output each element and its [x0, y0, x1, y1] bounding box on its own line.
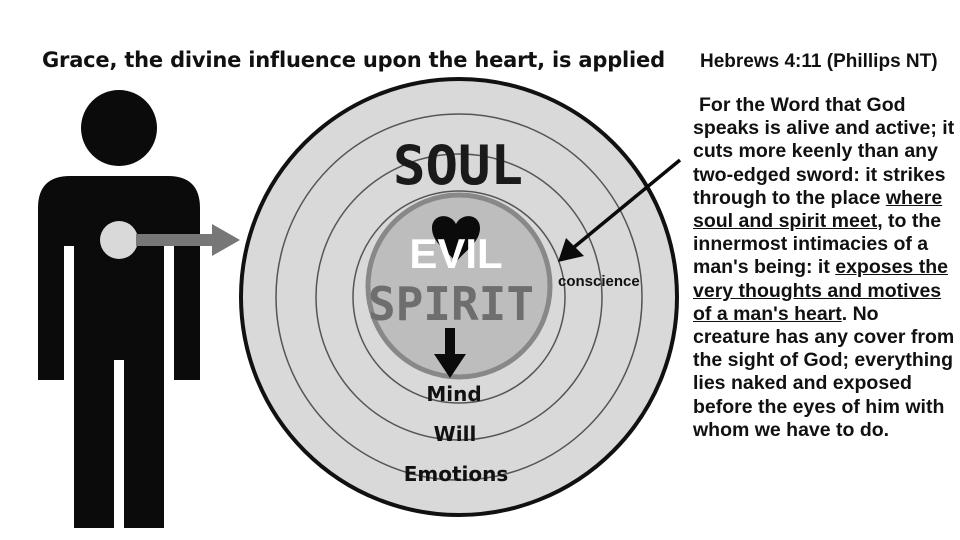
scripture-underline-1: where soul and spirit meet, — [693, 186, 943, 233]
emotions-label: Emotions — [404, 462, 509, 486]
scripture-reference: Hebrews 4:11 (Phillips NT) — [700, 51, 938, 72]
scripture-part-1: For the Word that God speaks is alive an… — [693, 94, 955, 209]
mind-label: Mind — [426, 382, 481, 406]
down-arrow — [434, 328, 466, 378]
ring-will — [315, 153, 603, 441]
human-figure-icon — [38, 90, 200, 528]
concentric-circles — [239, 77, 679, 517]
scripture-text: For the Word that God speaks is alive an… — [693, 94, 955, 442]
scripture-part-2: to the innermost intimacies of a man's b… — [693, 210, 942, 279]
conscience-pointer-arrow — [558, 158, 682, 262]
spirit-circle — [365, 192, 553, 380]
evil-label: EVIL — [409, 230, 502, 277]
diagram-title: Grace, the divine influence upon the hea… — [42, 48, 665, 72]
ring-emotions — [275, 113, 643, 481]
will-label: Will — [434, 422, 477, 446]
soul-label: SOUL — [393, 134, 523, 197]
heart-icon — [432, 216, 480, 262]
scripture-part-3: . No creature has any cover from the sig… — [693, 302, 955, 441]
heart-spot — [100, 221, 138, 259]
influence-arrow — [136, 224, 240, 256]
spirit-label: SPIRIT — [368, 277, 534, 331]
ring-mind — [352, 190, 566, 404]
conscience-label: conscience — [558, 273, 640, 290]
scripture-underline-2: exposes the very thoughts and motives of… — [693, 256, 948, 325]
